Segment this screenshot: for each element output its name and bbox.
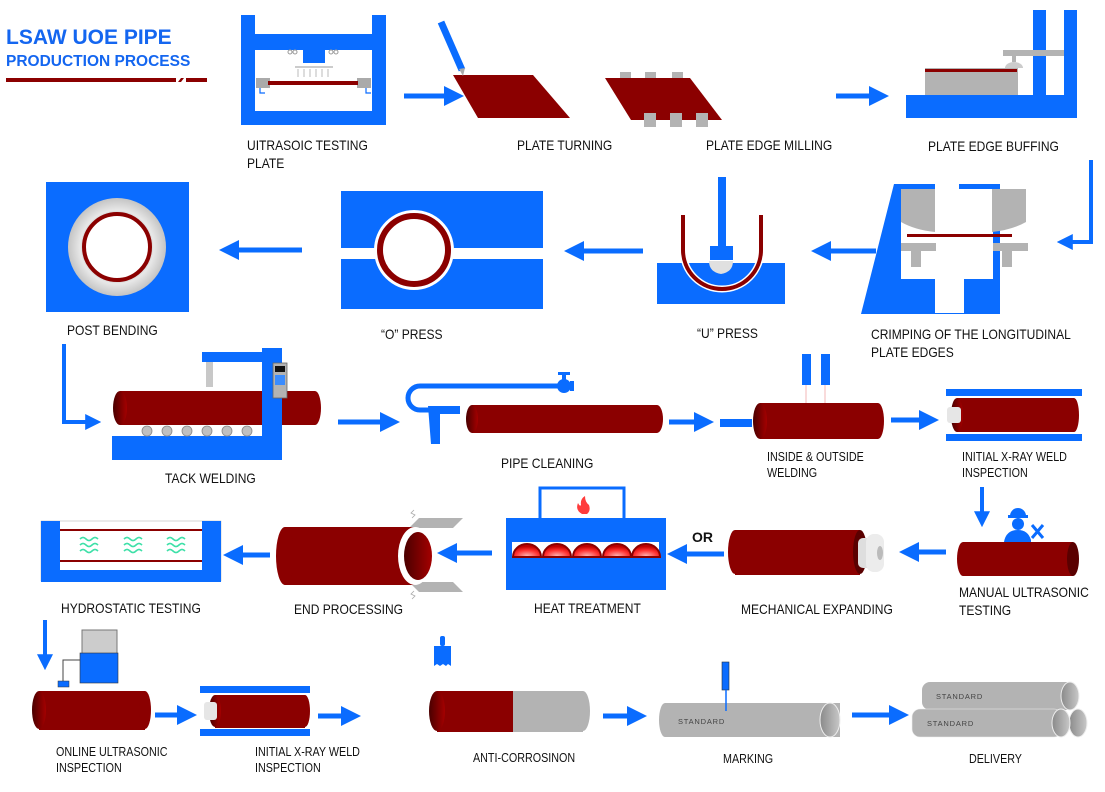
manual-ultrasonic-worker-icon <box>957 508 1079 576</box>
ultrasonic-plate-tester-icon <box>241 15 386 125</box>
tack-welding-machine-icon <box>112 348 321 460</box>
water-wave-icon <box>79 536 186 554</box>
step-label-21: MARKING <box>723 751 773 767</box>
step-label-6: “U” PRESS <box>697 324 758 342</box>
step-label-9: TACK WELDING <box>165 469 256 487</box>
heat-treatment-furnace-icon <box>506 486 666 590</box>
step-label-13: MANUAL ULTRASONIC TESTING <box>959 583 1089 619</box>
stamp-text: STANDARD <box>927 719 974 728</box>
step-label-15: HEAT TREATMENT <box>534 599 641 617</box>
xray-inspection-icon <box>946 389 1082 441</box>
flow-arrow <box>62 344 102 430</box>
or-connector-label: OR <box>692 529 713 545</box>
marking-pen-icon: STANDARD <box>659 661 841 738</box>
post-bending-icon <box>46 182 189 312</box>
label-line: TACK WELDING <box>165 470 256 486</box>
pipe-stack-icon: STANDARD STANDARD <box>911 681 1088 738</box>
plate-turning-icon <box>437 20 570 118</box>
label-line: POST BENDING <box>67 322 158 338</box>
label-line: INSPECTION <box>255 761 321 775</box>
step-label-1: UITRASOIC TESTING PLATE <box>247 136 368 172</box>
label-line: PLATE EDGES <box>871 344 954 360</box>
step-label-3: PLATE EDGE MILLING <box>706 136 832 154</box>
label-line: PLATE TURNING <box>517 137 613 153</box>
label-line: ONLINE ULTRASONIC <box>56 745 168 759</box>
label-line: INSPECTION <box>962 466 1028 480</box>
label-line: PLATE <box>247 155 285 171</box>
label-line: PLATE EDGE MILLING <box>706 137 833 153</box>
step-label-20: ANTI-CORROSINON <box>473 750 575 766</box>
label-line: DELIVERY <box>969 752 1022 766</box>
step-label-16: END PROCESSING <box>294 600 403 618</box>
xray-inspection-icon <box>200 686 310 736</box>
step-label-17: HYDROSTATIC TESTING <box>61 599 201 617</box>
crimping-press-icon <box>861 184 1028 314</box>
step-label-22: DELIVERY <box>969 751 1022 767</box>
label-line: MECHANICAL EXPANDING <box>741 601 893 617</box>
flow-arrow <box>1056 160 1093 250</box>
step-label-4: PLATE EDGE BUFFING <box>928 137 1059 155</box>
label-line: INSPECTION <box>56 761 122 775</box>
label-line: UITRASOIC TESTING <box>247 137 368 153</box>
label-line: MARKING <box>723 752 774 766</box>
label-line: INITIAL X-RAY WELD <box>962 450 1067 464</box>
step-label-5: CRIMPING OF THE LONGITUDINAL PLATE EDGES <box>871 325 1071 361</box>
anti-corrosion-brush-icon <box>429 636 590 732</box>
online-ultrasonic-icon <box>32 629 151 730</box>
label-line: “O” PRESS <box>381 326 443 342</box>
plate-edge-buffing-icon <box>906 10 1077 118</box>
step-label-2: PLATE TURNING <box>517 136 612 154</box>
step-label-12: INITIAL X-RAY WELD INSPECTION <box>962 449 1067 481</box>
label-line: HYDROSTATIC TESTING <box>61 600 201 616</box>
label-line: END PROCESSING <box>294 601 404 617</box>
label-line: INSIDE & OUTSIDE <box>767 450 864 464</box>
step-label-18: ONLINE ULTRASONIC INSPECTION <box>56 744 168 776</box>
title-line2: PRODUCTION PROCESS <box>6 53 191 70</box>
step-label-11: INSIDE & OUTSIDE WELDING <box>767 449 864 481</box>
step-label-14: MECHANICAL EXPANDING <box>741 600 893 618</box>
step-label-10: PIPE CLEANING <box>501 454 593 472</box>
hydrostatic-tester-icon <box>40 520 222 582</box>
label-line: INITIAL X-RAY WELD <box>255 745 360 759</box>
step-label-7: “O” PRESS <box>381 325 443 343</box>
step-label-8: POST BENDING <box>67 321 158 339</box>
label-line: WELDING <box>767 466 818 480</box>
pipe-cleaning-icon <box>405 372 663 444</box>
plate-edge-milling-icon <box>605 72 722 127</box>
end-processing-icon <box>276 509 463 600</box>
label-line: “U” PRESS <box>697 325 758 341</box>
o-press-icon <box>341 191 543 309</box>
label-line: PIPE CLEANING <box>501 455 594 471</box>
stamp-text: STANDARD <box>936 692 983 701</box>
label-line: PLATE EDGE BUFFING <box>928 138 1059 154</box>
label-line: MANUAL ULTRASONIC <box>959 584 1089 600</box>
u-press-icon <box>657 177 785 304</box>
label-line: TESTING <box>959 602 1012 618</box>
stamp-text: STANDARD <box>678 717 725 726</box>
inside-outside-welding-icon <box>720 354 884 439</box>
label-line: HEAT TREATMENT <box>534 600 641 616</box>
title-underline <box>6 78 207 82</box>
step-label-19: INITIAL X-RAY WELD INSPECTION <box>255 744 360 776</box>
title-line1: LSAW UOE PIPE <box>6 26 172 49</box>
label-line: ANTI-CORROSINON <box>473 751 576 765</box>
mechanical-expander-icon <box>728 530 884 575</box>
label-line: CRIMPING OF THE LONGITUDINAL <box>871 326 1071 342</box>
